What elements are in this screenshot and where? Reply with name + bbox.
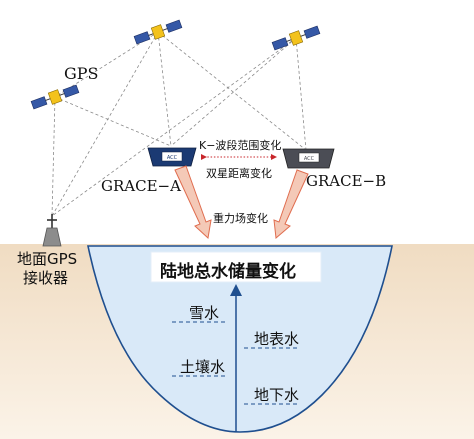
tws-title-box — [150, 251, 322, 283]
gps-satellite-icon — [133, 19, 183, 45]
grace-b-satellite-icon — [282, 148, 335, 169]
signal-lines — [51, 31, 307, 217]
dual-distance-label: 双星距离变化 — [206, 167, 272, 180]
gps-satellite-icon — [30, 84, 80, 110]
grace-a-label: GRACE−A — [101, 177, 181, 195]
grace-b-label: GRACE−B — [306, 172, 387, 190]
component-underlines — [172, 321, 300, 405]
gravity-arrow-left — [174, 165, 212, 239]
k-band-label: K−波段范围变化 — [199, 139, 282, 152]
grace-b-acc-label: ACC — [304, 156, 315, 162]
snow-water-label: 雪水 — [189, 304, 220, 322]
ground-gps-label-line1: 地面GPS — [17, 250, 78, 268]
ground-gps-label-line2: 接收器 — [23, 269, 69, 287]
gps-label: GPS — [64, 64, 99, 83]
gravity-label: 重力场变化 — [213, 212, 268, 225]
gps-satellite-icon — [271, 25, 321, 51]
ground-gps-receiver-icon — [42, 214, 62, 247]
soil-water-label: 土壤水 — [180, 358, 226, 376]
groundwater-label: 地下水 — [254, 386, 300, 404]
tws-title: 陆地总水储量变化 — [160, 262, 296, 282]
surface-water-label: 地表水 — [254, 330, 300, 348]
water-basin — [87, 245, 393, 433]
grace-a-acc-label: ACC — [167, 155, 178, 161]
grace-a-satellite-icon — [147, 147, 197, 167]
gravity-arrow-right — [273, 169, 309, 239]
